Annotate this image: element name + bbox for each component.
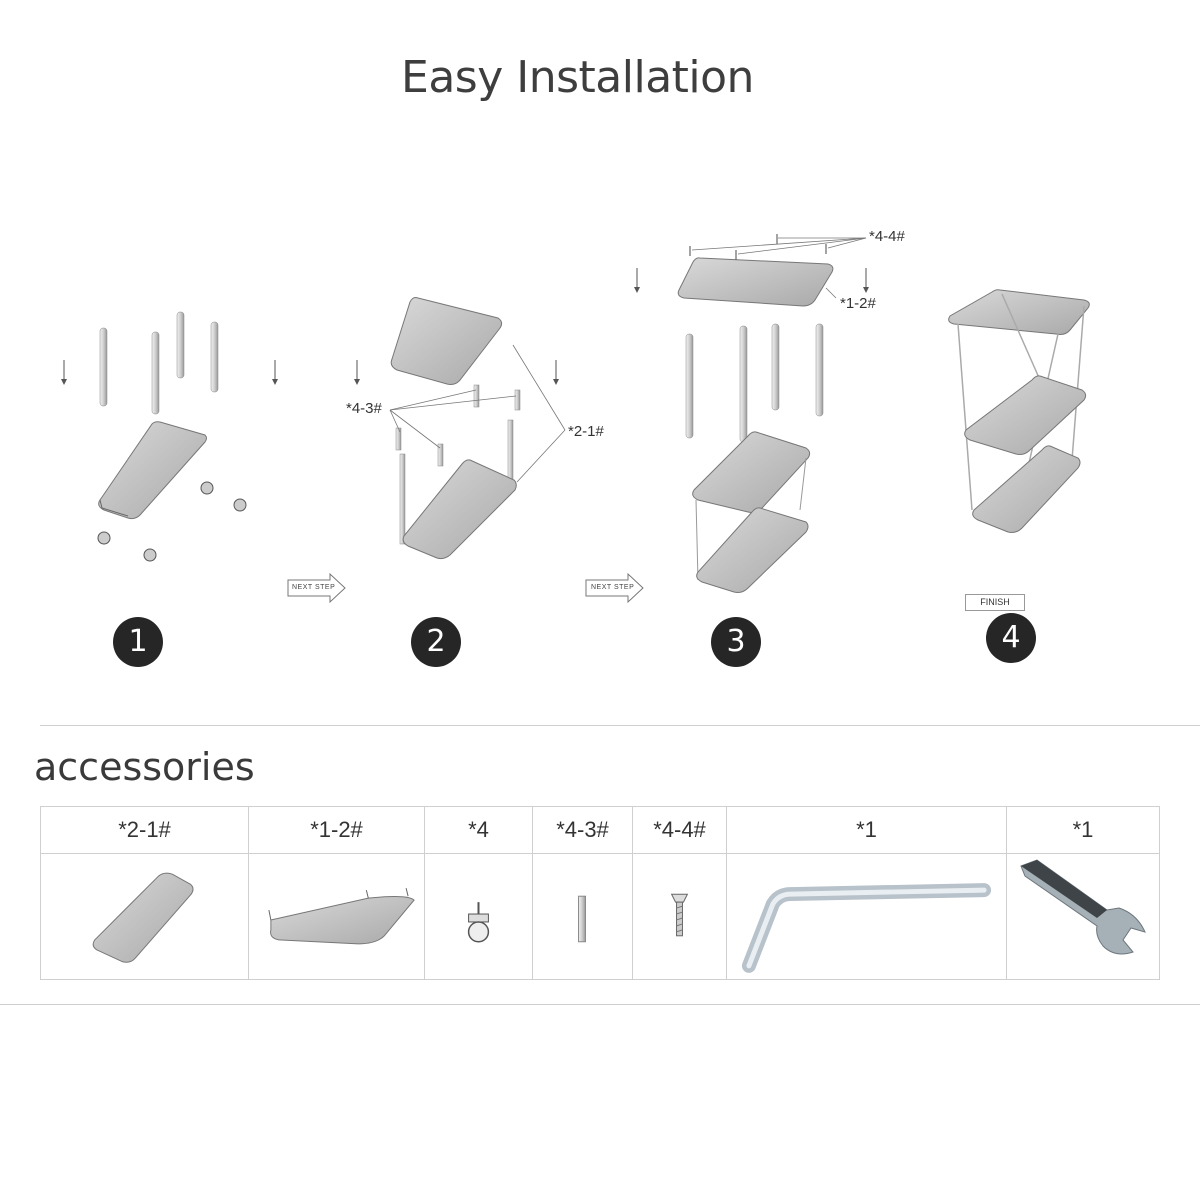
- screw-icon: [670, 893, 689, 937]
- next-step-arrow-2: [585, 572, 644, 604]
- step-2-illustration: [354, 297, 566, 560]
- accessory-cell-pin: *4-3#: [533, 807, 633, 979]
- accessory-label: *1: [1007, 807, 1159, 854]
- accessory-cell-hex-key: *1: [727, 807, 1007, 979]
- next-step-label-1: NEXT STEP: [292, 584, 336, 591]
- page-title: Easy Installation: [401, 52, 754, 103]
- divider-top: [40, 725, 1200, 726]
- accessories-table: *2-1# *1-2# *4 *4-3# *4-4# *1: [40, 806, 1160, 980]
- wrench-icon: [1020, 859, 1146, 955]
- pin-icon: [578, 895, 586, 943]
- step-badge-3: 3: [711, 617, 761, 667]
- accessory-cell-caster: *4: [425, 807, 533, 979]
- accessory-label: *2-1#: [41, 807, 248, 854]
- accessory-label: *1: [727, 807, 1006, 854]
- step-badge-1: 1: [113, 617, 163, 667]
- accessories-heading: accessories: [34, 745, 255, 789]
- step-3-illustration: [634, 234, 869, 593]
- accessory-cell-shelf: *2-1#: [41, 807, 249, 979]
- accessory-cell-screw: *4-4#: [633, 807, 727, 979]
- callout-step3-screws: *4-4#: [869, 228, 905, 245]
- callout-step2-pins: *4-3#: [346, 400, 382, 417]
- step-badge-4: 4: [986, 613, 1036, 663]
- finish-label: FINISH: [965, 594, 1025, 611]
- accessory-label: *4: [425, 807, 532, 854]
- callout-step3-top: *1-2#: [840, 295, 876, 312]
- caster-wheel-icon: [467, 902, 490, 943]
- step-1-illustration: [61, 311, 278, 562]
- step-badge-2: 2: [411, 617, 461, 667]
- callout-step2-shelf: *2-1#: [568, 423, 604, 440]
- accessory-label: *1-2#: [249, 807, 424, 854]
- accessory-cell-wrench: *1: [1007, 807, 1159, 979]
- hex-key-icon: [741, 883, 992, 973]
- top-shelf-icon: [268, 888, 415, 945]
- accessory-label: *4-3#: [533, 807, 632, 854]
- next-step-label-2: NEXT STEP: [591, 584, 635, 591]
- installation-diagram: [61, 234, 1090, 604]
- step-4-illustration: [948, 289, 1090, 533]
- accessory-label: *4-4#: [633, 807, 726, 854]
- next-step-arrow-1: [287, 572, 346, 604]
- shelf-icon: [92, 872, 194, 963]
- accessory-cell-top-shelf: *1-2#: [249, 807, 425, 979]
- divider-bottom: [0, 1004, 1200, 1005]
